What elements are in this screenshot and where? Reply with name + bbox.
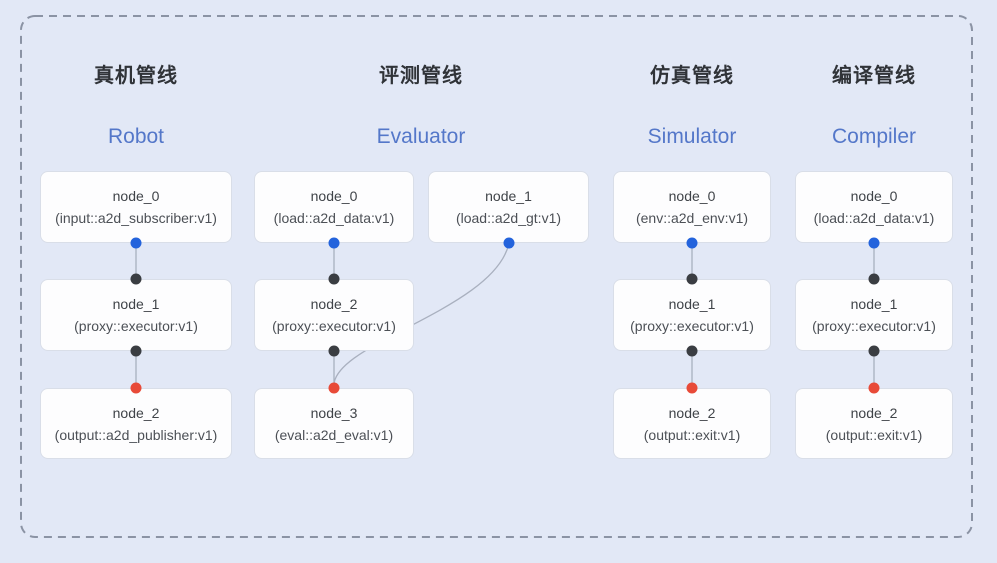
node-robot-node1[interactable]: node_1 (proxy::executor:v1) [40, 279, 232, 351]
node-robot-node2[interactable]: node_2 (output::a2d_publisher:v1) [40, 388, 232, 459]
node-type: (load::a2d_gt:v1) [455, 210, 562, 226]
node-type: (eval::a2d_eval:v1) [274, 426, 394, 443]
node-type: (proxy::executor:v1) [74, 318, 198, 334]
node-name: node_2 [310, 296, 358, 312]
node-compiler-node0[interactable]: node_0 (load::a2d_data:v1) [795, 171, 953, 243]
node-type: (output::exit:v1) [825, 426, 923, 443]
node-type: (proxy::executor:v1) [812, 318, 936, 334]
node-name: node_2 [668, 404, 716, 421]
node-type: (output::exit:v1) [643, 426, 741, 443]
pipeline-title-en-evaluator: Evaluator [376, 125, 466, 148]
pipeline-title-en-compiler: Compiler [831, 125, 917, 148]
node-compiler-node2[interactable]: node_2 (output::exit:v1) [795, 388, 953, 459]
node-evaluator-node2[interactable]: node_2 (proxy::executor:v1) [254, 279, 414, 351]
node-simulator-node2[interactable]: node_2 (output::exit:v1) [613, 388, 771, 459]
node-name: node_1 [668, 296, 716, 312]
node-name: node_0 [310, 188, 358, 204]
node-type: (output::a2d_publisher:v1) [54, 426, 218, 443]
node-type: (input::a2d_subscriber:v1) [55, 210, 217, 226]
node-type: (load::a2d_data:v1) [813, 210, 935, 226]
node-name: node_0 [112, 188, 160, 204]
node-simulator-node1[interactable]: node_1 (proxy::executor:v1) [613, 279, 771, 351]
node-type: (proxy::executor:v1) [630, 318, 754, 334]
edge-evaluator-n1-n3 [333, 242, 510, 389]
node-type: (load::a2d_data:v1) [273, 210, 395, 226]
node-name: node_1 [850, 296, 898, 312]
node-name: node_0 [850, 188, 898, 204]
node-evaluator-node3[interactable]: node_3 (eval::a2d_eval:v1) [254, 388, 414, 459]
pipeline-title-en-simulator: Simulator [647, 125, 737, 148]
pipeline-title-en-robot: Robot [107, 125, 165, 148]
node-name: node_2 [850, 404, 898, 421]
pipeline-title-zh-robot: 真机管线 [94, 65, 178, 87]
node-name: node_2 [112, 404, 160, 421]
pipeline-title-zh-compiler: 编译管线 [832, 65, 916, 87]
node-name: node_0 [668, 188, 716, 204]
node-simulator-node0[interactable]: node_0 (env::a2d_env:v1) [613, 171, 771, 243]
node-name: node_1 [112, 296, 160, 312]
node-name: node_3 [310, 404, 358, 421]
node-compiler-node1[interactable]: node_1 (proxy::executor:v1) [795, 279, 953, 351]
node-robot-node0[interactable]: node_0 (input::a2d_subscriber:v1) [40, 171, 232, 243]
node-evaluator-node1[interactable]: node_1 (load::a2d_gt:v1) [428, 171, 589, 243]
node-type: (env::a2d_env:v1) [635, 210, 749, 226]
node-type: (proxy::executor:v1) [272, 318, 396, 334]
node-name: node_1 [485, 188, 532, 204]
dashed-container-border [20, 15, 973, 538]
pipeline-title-zh-simulator: 仿真管线 [650, 65, 734, 87]
pipeline-title-zh-evaluator: 评测管线 [379, 65, 463, 87]
node-evaluator-node0[interactable]: node_0 (load::a2d_data:v1) [254, 171, 414, 243]
